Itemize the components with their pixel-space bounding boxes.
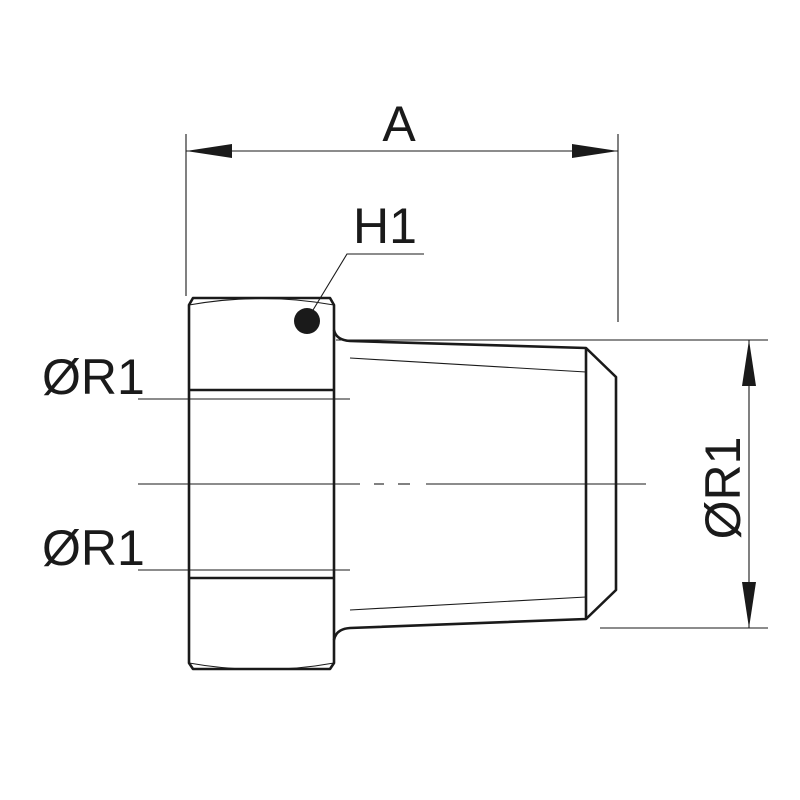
dimension-a <box>185 134 619 322</box>
hole-dot <box>294 308 320 334</box>
diameter-upper-label: ØR1 <box>42 349 145 405</box>
length-label: A <box>382 96 416 152</box>
threaded-shank <box>332 329 618 641</box>
hole-marker <box>294 253 424 334</box>
dimension-diameter-right <box>336 339 768 629</box>
hex-body <box>187 296 336 671</box>
diameter-lower-label: ØR1 <box>42 520 145 576</box>
hole-label: H1 <box>353 198 417 254</box>
hole-leader <box>312 253 424 311</box>
diameter-right-label: ØR1 <box>695 437 751 540</box>
